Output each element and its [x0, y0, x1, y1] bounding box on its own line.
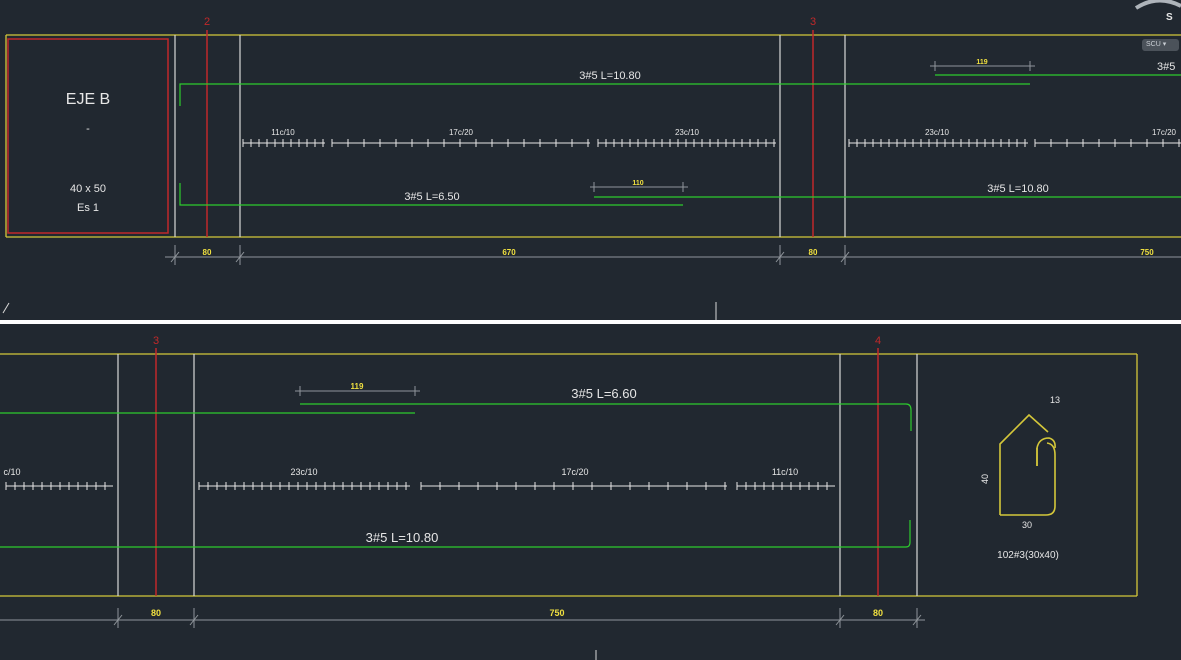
rebar-bottom — [0, 520, 911, 548]
rebar-top-2 — [300, 403, 912, 431]
stirrup-label: 23c/10 — [675, 128, 700, 137]
ucs-label[interactable]: SCU — [1146, 41, 1161, 48]
beam-dash: - — [86, 123, 90, 135]
ucs-icon-fragment — [2, 302, 10, 314]
viewcube-icon[interactable]: S — [1134, 0, 1181, 34]
splice-length: 110 — [632, 180, 643, 187]
stirrup-detail — [999, 413, 1056, 516]
drawing-panel-bottom[interactable]: 3 4 3#5 L=6.60 119 3#5 L=10.80 c/10 23c/… — [0, 324, 1181, 660]
dimension-value: 670 — [502, 248, 516, 257]
axis-label: 4 — [875, 335, 881, 347]
dimension-value: 80 — [203, 248, 212, 257]
stirrup-label: c/10 — [3, 467, 20, 477]
viewcube-letter[interactable]: S — [1166, 12, 1173, 23]
stirrup-width-dim: 30 — [1022, 520, 1032, 530]
axis-label: 2 — [204, 16, 210, 28]
stirrup-label: 17c/20 — [561, 467, 588, 477]
dimension-value: 750 — [549, 608, 564, 618]
stirrup-label: 11c/10 — [772, 467, 798, 477]
rebar-top-label-2: 3#5 — [1157, 61, 1175, 73]
axis-label: 3 — [153, 335, 159, 347]
stirrup-ticks — [242, 139, 1181, 147]
dimension-value: 80 — [873, 608, 883, 618]
stirrup-shape — [999, 413, 1056, 516]
beam-subtitle: Es 1 — [77, 202, 99, 214]
stirrup-schedule-label: 102#3(30x40) — [997, 550, 1059, 561]
rebar-bottom-label-2: 3#5 L=10.80 — [987, 183, 1048, 195]
stirrup-hook-dim: 13 — [1050, 395, 1060, 405]
rebar-top-label: 3#5 L=6.60 — [571, 386, 636, 401]
rebar-bottom-1 — [179, 183, 683, 206]
dimension-value: 750 — [1140, 248, 1154, 257]
rebar-bottom-label: 3#5 L=10.80 — [366, 530, 439, 545]
rebar-top-1 — [179, 83, 1030, 106]
dimension-ticks — [113, 608, 922, 628]
splice-length: 119 — [976, 59, 987, 66]
stirrup-height-dim: 40 — [980, 474, 990, 484]
beam-elevation-top: 2 3 EJE B - 40 x 50 Es 1 3#5 L=10.80 3#5… — [2, 16, 1181, 320]
beam-name: EJE B — [66, 91, 110, 108]
axis-label: 3 — [810, 16, 816, 28]
dimension-value: 80 — [809, 248, 818, 257]
drawing-panel-top[interactable]: 2 3 EJE B - 40 x 50 Es 1 3#5 L=10.80 3#5… — [0, 0, 1181, 320]
beam-elevation-bottom: 3 4 3#5 L=6.60 119 3#5 L=10.80 c/10 23c/… — [0, 335, 1138, 660]
splice-length: 119 — [351, 382, 364, 391]
title-block-frame — [7, 38, 169, 234]
rebar-bottom-label: 3#5 L=6.50 — [404, 191, 459, 203]
stirrup-label: 17c/20 — [449, 128, 474, 137]
dimension-ticks — [170, 245, 850, 265]
stirrup-label: 23c/10 — [925, 128, 950, 137]
beam-section: 40 x 50 — [70, 183, 106, 195]
viewcube[interactable]: S — [1134, 0, 1181, 34]
stirrup-label: 23c/10 — [290, 467, 317, 477]
ucs-menu-button[interactable]: SCU ▾ — [1142, 39, 1179, 51]
rebar-top-label: 3#5 L=10.80 — [579, 70, 640, 82]
stirrup-ticks — [5, 482, 835, 490]
stirrup-label: 17c/20 — [1152, 128, 1177, 137]
stirrup-label: 11c/10 — [271, 128, 295, 137]
stirrup-hook — [1036, 437, 1056, 466]
dimension-value: 80 — [151, 608, 161, 618]
